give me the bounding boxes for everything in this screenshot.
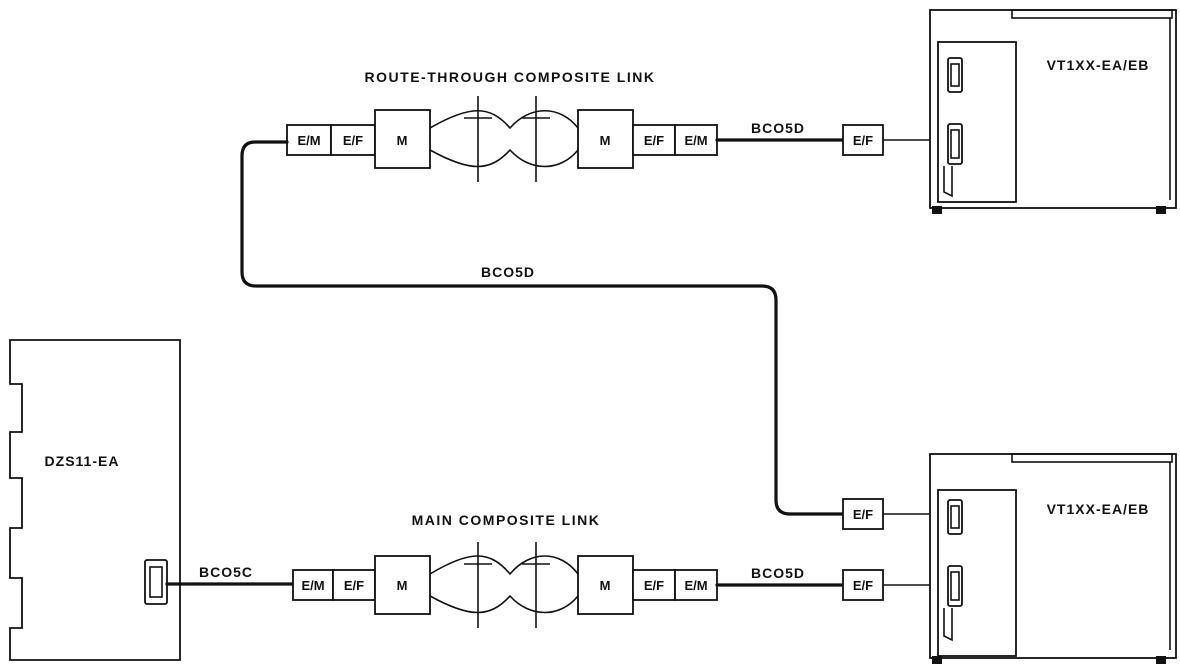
dzs11-unit (9, 339, 181, 661)
route-through-cable-label: BCO5D (481, 264, 535, 280)
bottom-left-cable-label: BCO5C (199, 564, 253, 580)
route-through-cable (240, 140, 845, 516)
bottom-left-modem (374, 555, 431, 615)
top-phone-lines (429, 96, 579, 182)
route-through-terminal-ef-label: E/F (853, 507, 873, 522)
top-terminal (929, 9, 1177, 214)
bottom-right-ef-connector (632, 569, 676, 601)
bottom-terminal-label: VT1XX-EA/EB (1047, 501, 1150, 517)
top-left-em-connector (286, 124, 332, 156)
top-left-ef-connector (330, 124, 376, 156)
top-terminal-ef-label: E/F (853, 133, 873, 148)
bottom-terminal (929, 453, 1177, 664)
top-left-modem (374, 109, 431, 169)
bottom-terminal-ef-label: E/F (853, 578, 873, 593)
top-left-modem-label: M (397, 133, 408, 148)
route-through-title: ROUTE-THROUGH COMPOSITE LINK (365, 69, 656, 85)
bottom-left-ef-label: E/F (344, 578, 364, 593)
bottom-right-ef-label: E/F (644, 578, 664, 593)
dzs11-label: DZS11-EA (45, 453, 120, 469)
main-link-title: MAIN COMPOSITE LINK (412, 512, 601, 528)
top-right-modem (577, 109, 634, 169)
bottom-left-em-connector (292, 569, 334, 601)
top-right-em-label: E/M (684, 133, 707, 148)
top-left-em-label: E/M (297, 133, 320, 148)
bottom-terminal-ef-connector (842, 569, 884, 601)
top-terminal-label: VT1XX-EA/EB (1047, 57, 1150, 73)
top-right-em-connector (674, 124, 718, 156)
top-right-cable-label: BCO5D (751, 120, 805, 136)
bottom-left-em-label: E/M (301, 578, 324, 593)
bottom-right-modem-label: M (600, 578, 611, 593)
top-left-ef-label: E/F (343, 133, 363, 148)
bottom-left-modem-label: M (397, 578, 408, 593)
top-right-ef-label: E/F (644, 133, 664, 148)
bottom-right-modem (577, 555, 634, 615)
bottom-phone-lines (429, 542, 579, 628)
bottom-right-em-label: E/M (684, 578, 707, 593)
top-right-modem-label: M (600, 133, 611, 148)
bottom-right-em-connector (674, 569, 718, 601)
bottom-left-ef-connector (332, 569, 376, 601)
bottom-right-cable-label: BCO5D (751, 565, 805, 581)
